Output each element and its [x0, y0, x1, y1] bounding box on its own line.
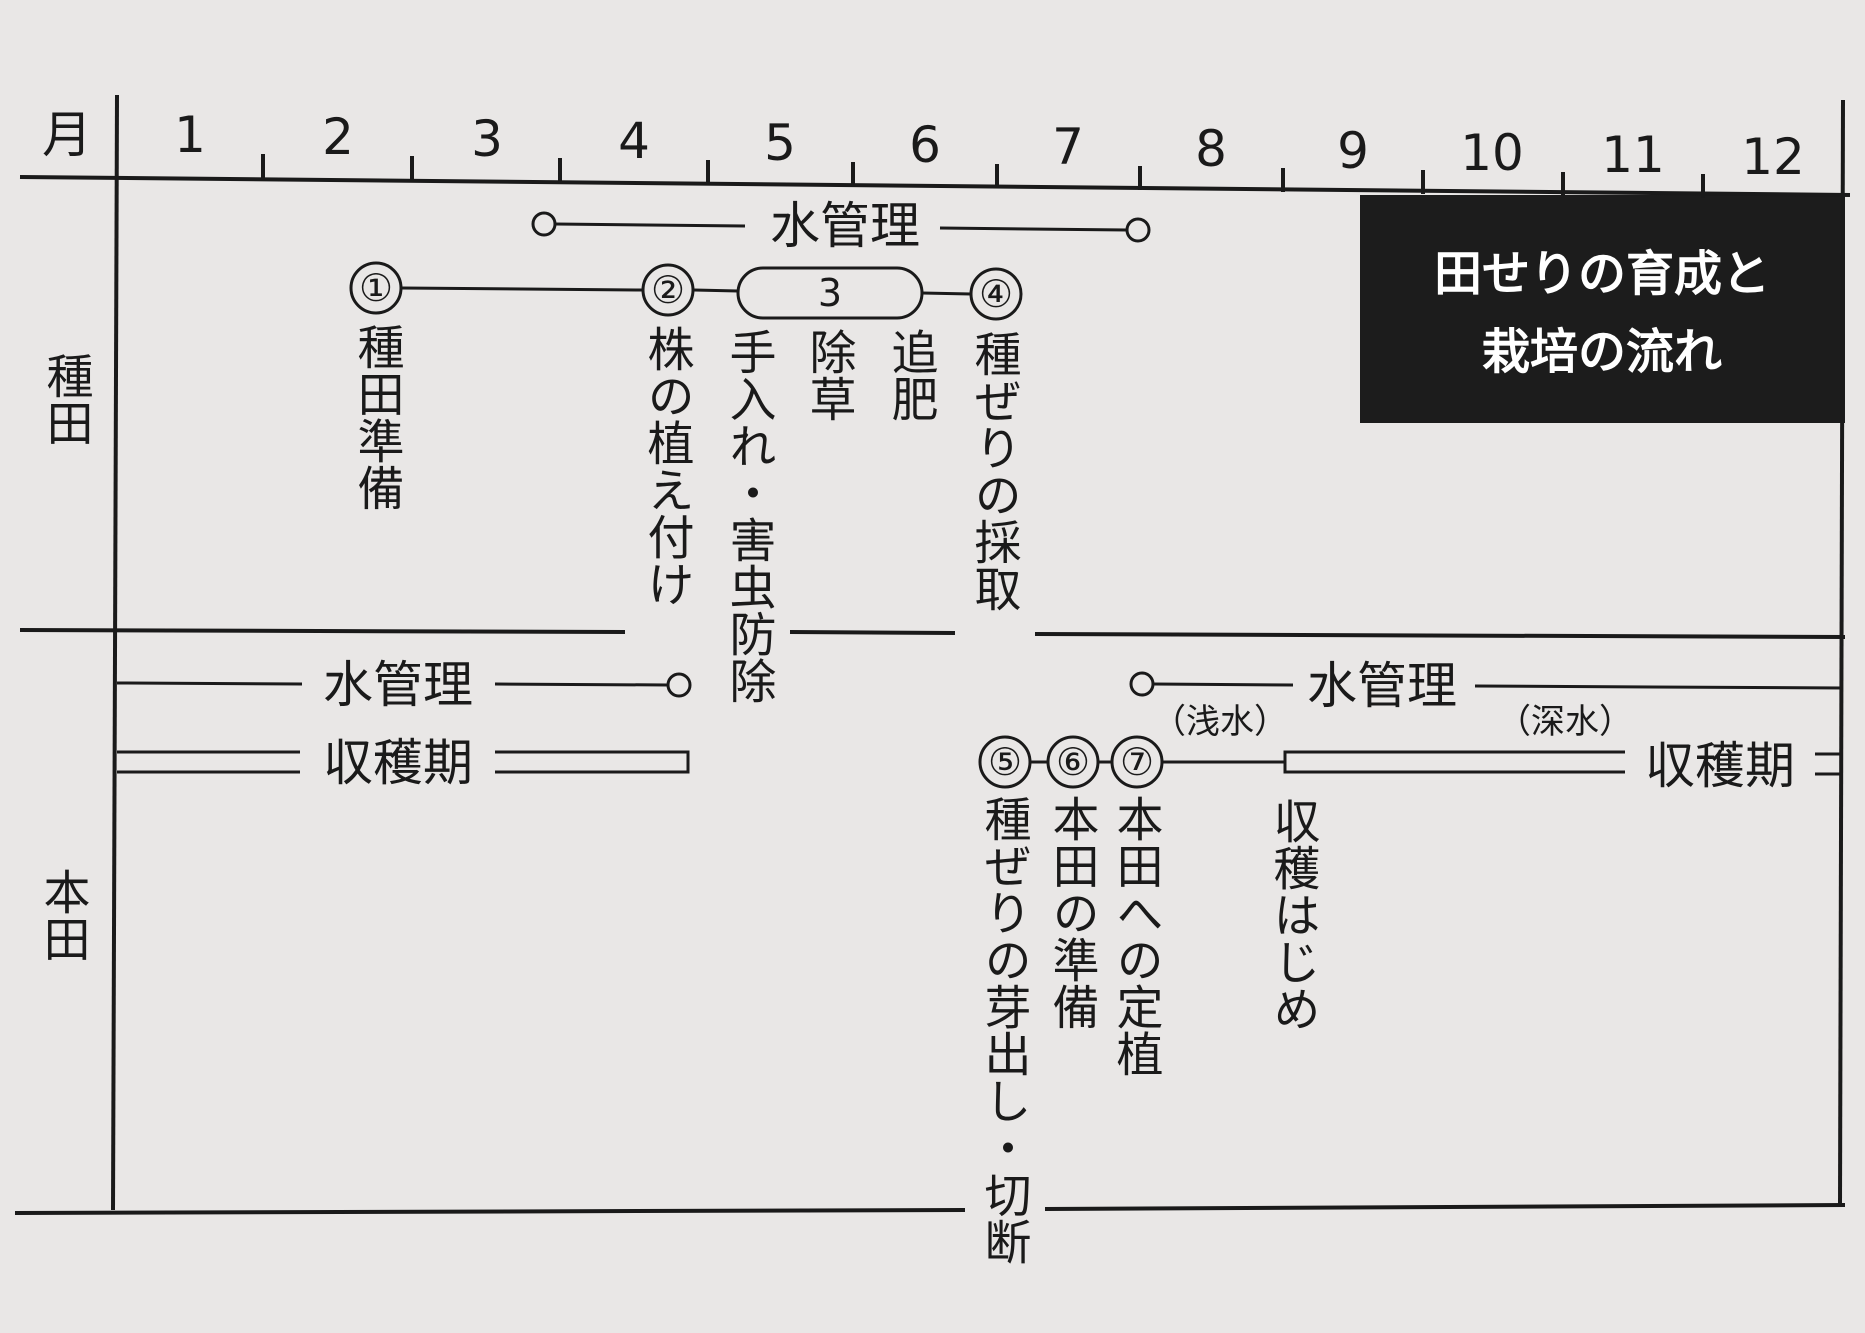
- main-water-late-start-marker: [1129, 671, 1155, 697]
- main-water-late-line-left: [1152, 682, 1294, 687]
- title-line-2: 栽培の流れ: [1482, 324, 1722, 380]
- water-line-right: [939, 226, 1128, 232]
- harvest-start-label: 収穫はじめ: [1265, 797, 1320, 1032]
- step-4-circle: [969, 267, 1023, 321]
- month-label-5: 5: [764, 114, 796, 172]
- step-1-circle: [349, 261, 403, 315]
- step-5-label: 種ぜりの芽出し・切断: [976, 795, 1031, 1265]
- step-3-label-fertilizing: 追肥: [883, 328, 938, 422]
- month-label-7: 7: [1052, 118, 1084, 176]
- row-label-main-field: 本田: [35, 868, 90, 962]
- water-line-left: [554, 222, 746, 228]
- bottom-line-left: [14, 1208, 966, 1215]
- water-end-marker: [1125, 217, 1151, 243]
- month-axis-line: [19, 175, 1851, 197]
- deep-water-label: （深水）: [1497, 702, 1633, 742]
- title-box: [1360, 195, 1845, 423]
- main-water-early-end-marker: [666, 672, 692, 698]
- month-label-8: 8: [1195, 120, 1227, 178]
- left-vertical-line: [111, 94, 119, 1211]
- row-divider-line-mid: [789, 630, 956, 635]
- row-label-seed-field: 種田: [38, 352, 93, 446]
- month-label-2: 2: [322, 108, 354, 166]
- step-6-label: 本田の準備: [1044, 795, 1099, 1030]
- step-7-number: ⑦: [1120, 740, 1154, 784]
- harvest-late-line-left: [1283, 750, 1625, 774]
- main-water-management-early-label: 水管理: [323, 656, 473, 714]
- month-label-10: 10: [1460, 124, 1524, 182]
- step-2-circle: [641, 263, 695, 317]
- month-label-9: 9: [1337, 122, 1369, 180]
- main-water-early-line-left: [116, 681, 303, 686]
- step-3-number: 3: [818, 271, 842, 315]
- step-1-label: 種田準備: [349, 323, 404, 511]
- main-water-early-line-right: [494, 682, 669, 687]
- step-4-number: ④: [979, 272, 1013, 316]
- month-label-12: 12: [1741, 128, 1805, 186]
- bottom-line-right: [1044, 1203, 1846, 1211]
- step-6-number: ⑥: [1056, 740, 1090, 784]
- main-harvest-late-label: 収穫期: [1645, 737, 1795, 795]
- right-vertical-line: [1838, 99, 1845, 1206]
- month-label-11: 11: [1601, 126, 1665, 184]
- month-label-3: 3: [471, 110, 503, 168]
- step-4-label: 種ぜりの採取: [966, 330, 1021, 612]
- harvest-early-line-right: [495, 750, 690, 774]
- shallow-water-label: （浅水）: [1152, 702, 1288, 742]
- steps-line-2-3: [693, 288, 739, 293]
- row-divider-line-left: [19, 628, 626, 634]
- main-water-management-late-label: 水管理: [1307, 657, 1457, 715]
- month-header-label: 月: [42, 106, 92, 164]
- steps-line-1-2: [401, 286, 643, 292]
- steps-line-3-4: [921, 291, 972, 296]
- step-7-label: 本田への定植: [1108, 795, 1163, 1077]
- main-water-late-line-right: [1474, 684, 1844, 690]
- step-1-number: ①: [359, 266, 393, 310]
- month-label-1: 1: [174, 106, 206, 164]
- main-harvest-early-label: 収穫期: [323, 734, 473, 792]
- month-label-6: 6: [909, 116, 941, 174]
- seed-water-management-label: 水管理: [770, 197, 920, 255]
- step-5-number: ⑤: [988, 740, 1022, 784]
- water-start-marker: [531, 211, 557, 237]
- step-3-label-weeding: 除草: [801, 328, 856, 422]
- month-label-4: 4: [618, 112, 650, 170]
- step-2-label: 株の植え付け: [639, 325, 694, 607]
- step-3-label-care: 手入れ・害虫防除: [721, 328, 776, 704]
- row-divider-line-right: [1034, 632, 1846, 639]
- step-3-capsule: [736, 266, 924, 320]
- step-2-number: ②: [651, 268, 685, 312]
- month-ticks: [261, 154, 1705, 198]
- title-line-1: 田せりの育成と: [1434, 246, 1770, 302]
